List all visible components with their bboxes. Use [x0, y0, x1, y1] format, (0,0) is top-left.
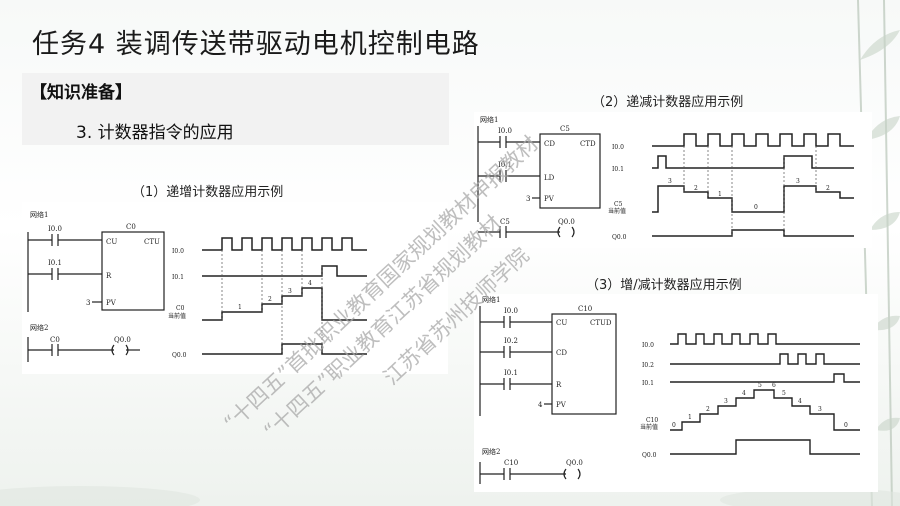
- pin-label: CD: [556, 349, 567, 357]
- timing-label: Q0.0: [612, 234, 627, 241]
- updown-counter-panel: 网络1 I0.0 I0.2 I0.1 C10 CU CTUD CD R PV 4…: [474, 294, 878, 492]
- timing-label: I0.1: [612, 166, 624, 173]
- output-coil-label: Q0.0: [114, 336, 131, 344]
- timing-label: I0.1: [172, 274, 184, 281]
- network2-label: 网络2: [30, 323, 48, 332]
- count-value: 1: [718, 191, 722, 198]
- count-value: 0: [754, 204, 758, 211]
- timing-label: C10: [646, 417, 658, 424]
- timing-label: I0.2: [642, 362, 654, 369]
- input-label: I0.0: [498, 127, 512, 135]
- updown-counter-diagram: 网络1 I0.0 I0.2 I0.1 C10 CU CTUD CD R PV 4…: [479, 295, 860, 484]
- counter-label: C5: [560, 125, 570, 133]
- input-label: I0.1: [48, 259, 62, 267]
- count-value: 1: [238, 304, 242, 311]
- pin-label: PV: [556, 401, 567, 409]
- pin-label: R: [556, 381, 562, 389]
- output-contact-label: C10: [504, 459, 518, 467]
- up-counter-panel: 网络1 I0.0 I0.1 C0 CU CTU R PV 3 网络2 C0 Q0…: [22, 202, 448, 374]
- pin-label: PV: [544, 195, 555, 203]
- count-value: 0: [672, 422, 676, 429]
- network1-label: 网络1: [30, 210, 48, 219]
- timing-label: 当前值: [608, 207, 626, 215]
- down-counter-caption: （2）递减计数器应用示例: [592, 95, 744, 110]
- timing-label: I0.1: [642, 380, 654, 387]
- knowledge-label: 【知识准备】: [30, 83, 132, 103]
- timing-label: Q0.0: [172, 352, 187, 359]
- pv-value: 3: [86, 299, 90, 307]
- down-counter-panel: 网络1 I0.0 I0.1 C5 CD CTD LD PV 3 C5 Q0.0 …: [474, 112, 872, 248]
- pin-label: CU: [556, 319, 567, 327]
- count-value: 2: [706, 406, 710, 413]
- network1-label: 网络1: [480, 115, 498, 124]
- count-value: 2: [268, 296, 272, 303]
- count-value: 5: [758, 382, 762, 389]
- network2-label: 网络2: [482, 447, 500, 456]
- slide-title: 任务4 装调传送带驱动电机控制电路: [32, 29, 480, 60]
- count-value: 3: [288, 288, 292, 295]
- output-coil-label: Q0.0: [558, 218, 575, 226]
- count-value: 4: [742, 390, 746, 397]
- count-value: 3: [668, 178, 672, 185]
- counter-type-label: CTU: [144, 238, 160, 246]
- pin-label: CU: [106, 238, 117, 246]
- output-contact-label: C0: [50, 336, 60, 344]
- pin-label: CD: [544, 140, 555, 148]
- timing-label: Q0.0: [642, 452, 657, 459]
- count-value: 6: [772, 382, 776, 389]
- pv-value: 4: [538, 401, 543, 409]
- input-label: I0.0: [48, 225, 62, 233]
- counter-label: C10: [578, 305, 592, 313]
- pin-label: R: [106, 272, 112, 280]
- count-value: 0: [844, 422, 848, 429]
- count-value: 5: [782, 390, 786, 397]
- pin-label: PV: [106, 299, 117, 307]
- counter-type-label: CTD: [580, 140, 596, 148]
- up-counter-diagram: 网络1 I0.0 I0.1 C0 CU CTU R PV 3 网络2 C0 Q0…: [27, 210, 367, 362]
- timing-label: C0: [176, 305, 185, 312]
- timing-label: 当前值: [640, 423, 658, 431]
- output-contact-label: C5: [500, 218, 510, 226]
- timing-label: I0.0: [172, 248, 184, 255]
- input-label: I0.0: [504, 307, 518, 315]
- count-value: 3: [724, 398, 728, 405]
- network1-label: 网络1: [482, 295, 500, 304]
- updown-counter-caption: （3）增/减计数器应用示例: [586, 278, 742, 293]
- count-value: 3: [796, 178, 800, 185]
- up-counter-caption: （1）递增计数器应用示例: [132, 185, 284, 200]
- output-coil-label: Q0.0: [566, 459, 583, 467]
- section-heading: 3. 计数器指令的应用: [76, 123, 234, 143]
- count-value: 4: [308, 280, 312, 287]
- input-label: I0.1: [504, 369, 518, 377]
- count-value: 1: [688, 414, 692, 421]
- timing-label: 当前值: [168, 312, 186, 320]
- input-label: I0.1: [498, 161, 512, 169]
- pin-label: LD: [544, 174, 555, 182]
- down-counter-diagram: 网络1 I0.0 I0.1 C5 CD CTD LD PV 3 C5 Q0.0 …: [477, 115, 854, 241]
- count-value: 2: [694, 185, 698, 192]
- counter-type-label: CTUD: [590, 319, 612, 327]
- pv-value: 3: [526, 195, 530, 203]
- timing-label: C5: [614, 201, 623, 208]
- count-value: 2: [826, 185, 830, 192]
- counter-label: C0: [126, 223, 136, 231]
- count-value: 4: [798, 398, 802, 405]
- knowledge-box: [22, 73, 449, 145]
- input-label: I0.2: [504, 337, 518, 345]
- timing-label: I0.0: [612, 144, 624, 151]
- count-value: 3: [818, 406, 822, 413]
- timing-label: I0.0: [642, 342, 654, 349]
